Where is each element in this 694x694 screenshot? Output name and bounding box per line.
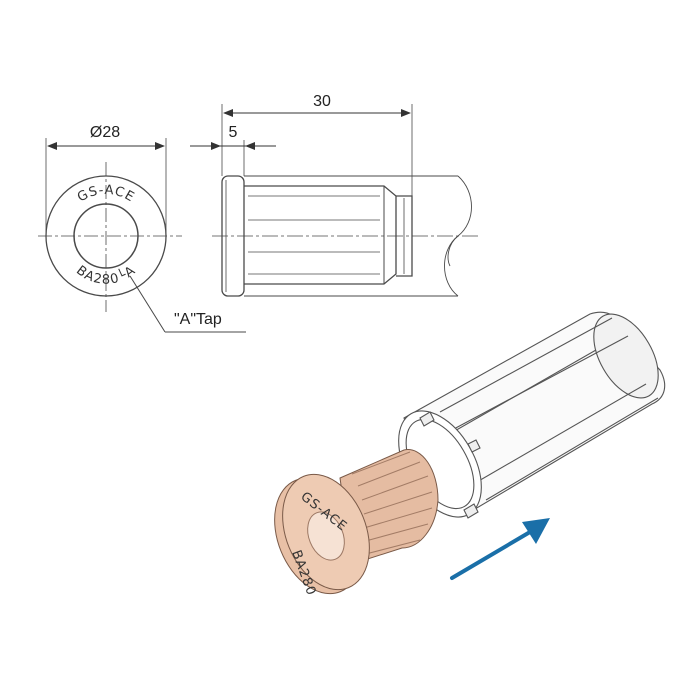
side-view	[221, 175, 472, 297]
diameter-label: Ø28	[90, 124, 120, 141]
tap-label: "A"Tap	[174, 311, 222, 328]
end-plug-3d	[274, 449, 439, 595]
length-label: 30	[313, 93, 331, 110]
arrow-up-right-icon	[450, 518, 550, 580]
tube-3d	[398, 311, 666, 519]
brand-marking: GS-ACE	[75, 183, 137, 206]
tap-leader	[129, 275, 246, 333]
bore-circle	[73, 203, 139, 269]
front-view	[38, 138, 182, 312]
offset-label: 5	[229, 124, 238, 141]
side-extension-lines	[221, 104, 413, 196]
plug-body	[244, 185, 397, 285]
